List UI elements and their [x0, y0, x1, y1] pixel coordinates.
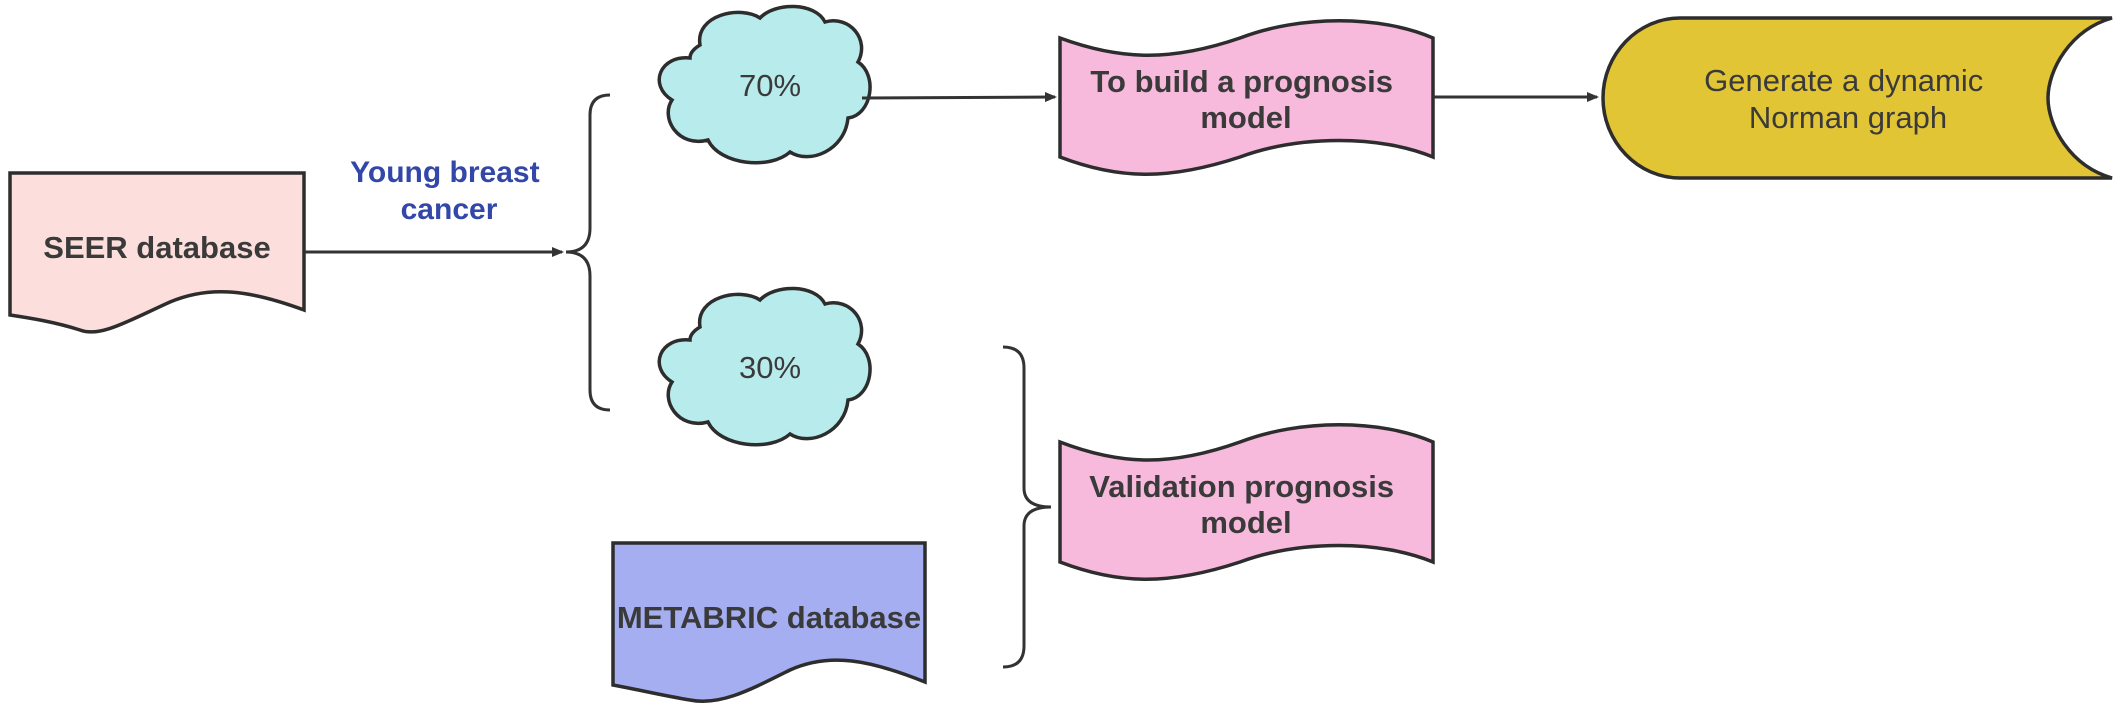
validation-model-line-1: Validation prognosis — [1089, 469, 1394, 504]
validation-model-node[interactable]: Validation prognosis model — [1058, 423, 1435, 581]
edge-label-young-breast-cancer: Young breast cancer — [350, 156, 548, 226]
test-split-label: 30% — [739, 350, 801, 385]
split-brace — [565, 93, 611, 412]
validation-brace — [1002, 345, 1052, 669]
metabric-database-node[interactable]: METABRIC database — [611, 541, 927, 703]
edge-label-line-2: cancer — [401, 193, 498, 226]
seer-database-shape — [8, 171, 306, 334]
nomogram-label: Generate a dynamic Norman graph — [1704, 63, 1992, 135]
validation-model-line-2: model — [1200, 505, 1291, 540]
connector-70-to-build — [861, 92, 1057, 103]
nomogram-line-1: Generate a dynamic — [1704, 63, 1983, 98]
build-model-node[interactable]: To build a prognosis model — [1058, 19, 1435, 176]
build-model-line-1: To build a prognosis — [1090, 64, 1393, 99]
validation-model-label: Validation prognosis model — [1089, 469, 1403, 540]
build-model-label: To build a prognosis model — [1090, 64, 1401, 135]
metabric-database-label: METABRIC database — [617, 600, 921, 635]
build-model-shape — [1058, 19, 1435, 176]
cloud-70-shape — [657, 4, 872, 165]
test-split-node[interactable]: 30% — [657, 286, 872, 447]
nomogram-node[interactable]: Generate a dynamic Norman graph — [1601, 16, 2113, 180]
validation-model-shape — [1058, 423, 1435, 581]
seer-database-label: SEER database — [43, 230, 270, 265]
seer-database-node[interactable]: SEER database — [8, 171, 306, 334]
cloud-30-shape — [657, 286, 872, 447]
edge-label-line-1: Young breast — [350, 156, 539, 189]
train-split-node[interactable]: 70% — [657, 4, 872, 165]
build-model-line-2: model — [1200, 100, 1291, 135]
train-split-label: 70% — [739, 68, 801, 103]
nomogram-line-2: Norman graph — [1749, 100, 1947, 135]
metabric-database-shape — [611, 541, 927, 703]
nomogram-shape — [1601, 16, 2113, 180]
